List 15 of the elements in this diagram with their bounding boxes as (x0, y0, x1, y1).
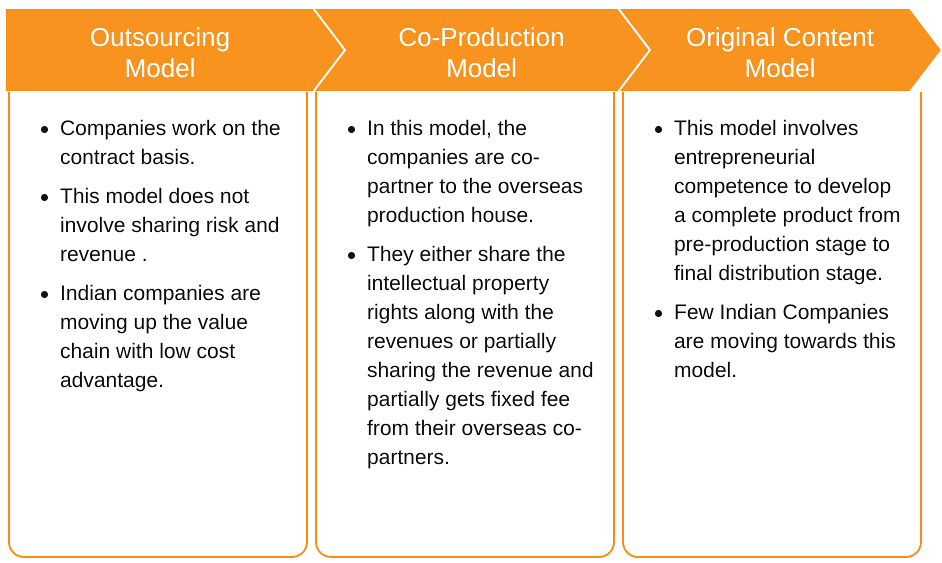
bullet-text: This model does not involve sharing risk and revenue . (60, 184, 280, 268)
content-card (8, 92, 308, 558)
header-title: Co-Production Model (397, 22, 566, 84)
bullet-text: Few Indian Companies are moving towards this model. (674, 300, 897, 384)
bullet-text: Indian companies are moving up the value chain with low cost advantage. (60, 281, 262, 394)
bullet-text: They either share the intellectual property rights along with the revenues or partially sharing the revenue and partially gets fixed fee from their overseas co-partners. (367, 242, 594, 471)
bullet-text: This model involves entrepreneurial competence to develop a complete product from pre-production stage to final distribution stage. (674, 116, 902, 287)
bullet-text: In this model, the companies are co-partner to the overseas production house. (367, 116, 584, 229)
chevron-header (618, 8, 942, 92)
bullet-text: Companies work on the contract basis. (60, 116, 282, 171)
content-card (315, 92, 615, 558)
content-card (622, 92, 922, 558)
chevron-header (313, 8, 650, 92)
header-title: Outsourcing Model (88, 22, 232, 84)
header-title: Original Content Model (685, 22, 875, 84)
